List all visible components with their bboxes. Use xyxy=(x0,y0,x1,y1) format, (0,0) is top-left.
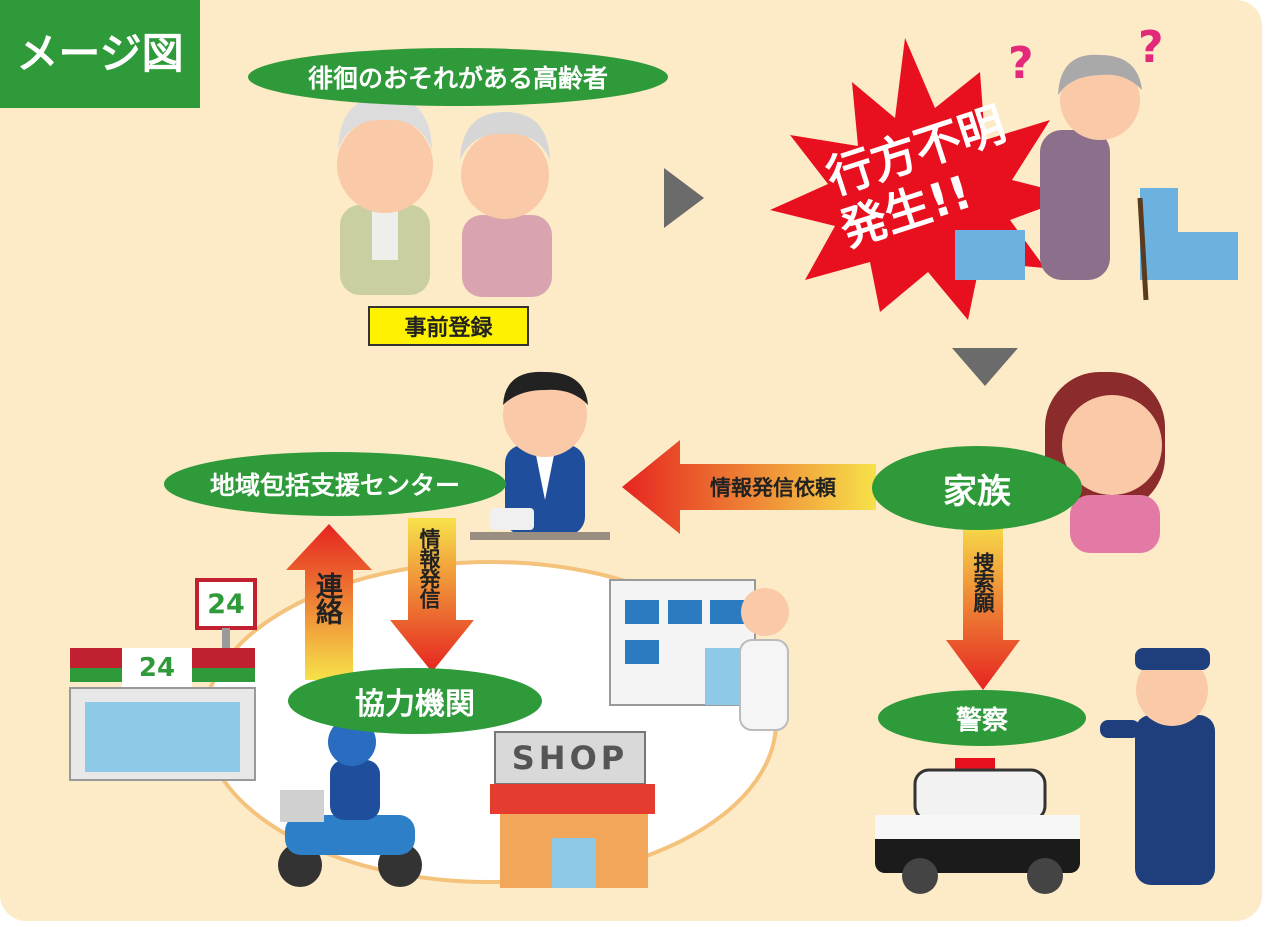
family-label: 家族 xyxy=(943,471,1011,512)
broadcast-arrow xyxy=(390,518,474,672)
shop-sign: SHOP xyxy=(511,739,629,777)
flow-right-triangle xyxy=(664,168,704,228)
elderly-oval xyxy=(248,48,668,106)
title-block xyxy=(0,0,200,108)
partners-label: 協力機関 xyxy=(355,687,475,722)
svg-text:?: ? xyxy=(1138,22,1164,73)
flow-down-triangle xyxy=(952,348,1018,386)
center-oval xyxy=(164,452,506,516)
diagram-title: メージ図 xyxy=(16,28,184,78)
search-request-arrow xyxy=(946,518,1020,690)
broadcast-arrow-label: 情報発信 xyxy=(417,528,441,608)
police-car-illustration xyxy=(875,758,1080,894)
request-arrow xyxy=(622,440,876,534)
lost-elderly-illustration: ? ? xyxy=(955,22,1238,301)
contact-arrow-label: 連絡 xyxy=(311,572,342,624)
pre-registration-label: 事前登録 xyxy=(404,316,493,341)
contact-arrow xyxy=(286,524,372,680)
store-awning-number: 24 xyxy=(138,653,176,683)
svg-text:?: ? xyxy=(1008,38,1034,89)
hospital-illustration xyxy=(609,579,789,731)
police-oval xyxy=(878,690,1086,746)
police-label: 警察 xyxy=(955,705,1008,736)
operator-illustration xyxy=(470,371,610,540)
elderly-couple-illustration xyxy=(337,97,552,297)
request-arrow-label: 情報発信依頼 xyxy=(710,476,836,500)
police-officer-illustration xyxy=(1100,648,1215,885)
elderly-label: 徘徊のおそれがある高齢者 xyxy=(307,64,608,93)
search-arrow-label: 捜索願 xyxy=(971,552,995,612)
shop-illustration xyxy=(490,731,655,888)
convenience-store-illustration xyxy=(69,578,257,781)
store-sign-number: 24 xyxy=(207,588,245,620)
center-label: 地域包括支援センター xyxy=(209,471,460,500)
partners-oval xyxy=(288,668,542,734)
delivery-scooter-illustration xyxy=(278,718,422,887)
family-oval xyxy=(872,446,1082,530)
pre-registration-badge xyxy=(368,306,529,346)
